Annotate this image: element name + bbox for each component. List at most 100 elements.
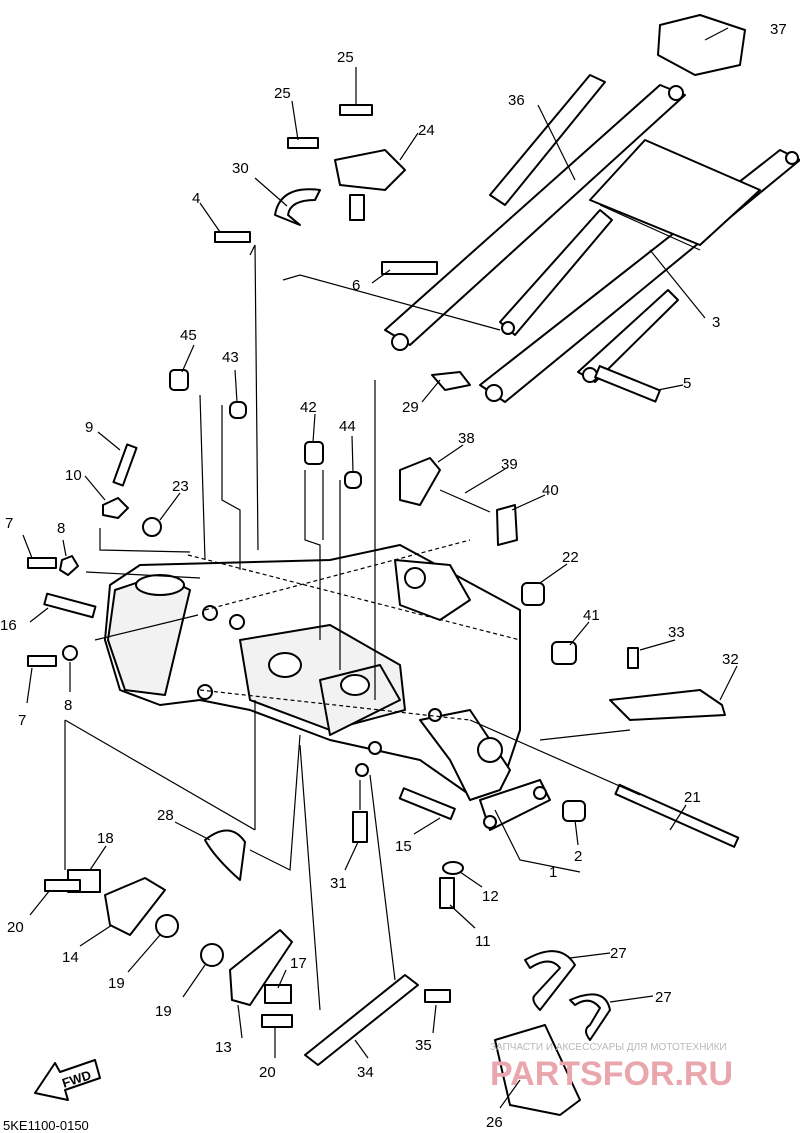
callout-26: 26 (486, 1114, 503, 1131)
callout-38: 38 (458, 430, 475, 447)
callout-37: 37 (770, 21, 787, 38)
nut-part-19-right (155, 914, 179, 938)
bolt-part-20-left (44, 879, 81, 892)
callout-21: 21 (684, 789, 701, 806)
bolt-part-33 (627, 647, 639, 669)
plug-part-41 (551, 641, 577, 665)
callout-8-upper: 8 (57, 520, 65, 537)
drawing-code: 5KE1100-0150 (3, 1118, 89, 1133)
callout-28: 28 (157, 807, 174, 824)
clip-part-29 (431, 371, 471, 391)
watermark: ЗАПЧАСТИ И АКСЕССУАРЫ ДЛЯ МОТОТЕХНИКИ PA… (490, 1042, 733, 1093)
fwd-arrow: FWD (34, 1059, 101, 1101)
callout-10: 10 (65, 467, 82, 484)
bolt-part-35 (424, 989, 451, 1003)
main-frame-part-1 (104, 544, 551, 831)
cap-part-43 (229, 401, 247, 419)
callout-43: 43 (222, 349, 239, 366)
callout-30: 30 (232, 160, 249, 177)
callout-19-right: 19 (108, 975, 125, 992)
rear-frame-part-3 (384, 84, 800, 403)
bolt-part-9 (112, 443, 138, 487)
cap-part-44 (344, 471, 362, 489)
callout-34: 34 (357, 1064, 374, 1081)
bolt-part-7-upper (27, 557, 57, 569)
bolt-part-15 (398, 787, 456, 821)
collar-part-2 (562, 800, 586, 822)
callout-16: 16 (0, 617, 17, 634)
callout-11: 11 (475, 933, 491, 950)
callout-5: 5 (683, 375, 691, 392)
callout-27-upper: 27 (610, 945, 627, 962)
bottle-part-26 (494, 1024, 581, 1116)
bracket-part-13 (229, 929, 293, 1006)
callout-44: 44 (339, 418, 356, 435)
callout-41: 41 (583, 607, 600, 624)
callout-8-lower: 8 (64, 697, 72, 714)
collar-part-17 (264, 984, 292, 1004)
callout-7-upper: 7 (5, 515, 13, 532)
bracket-part-24 (334, 149, 406, 191)
callout-22: 22 (562, 549, 579, 566)
callout-40: 40 (542, 482, 559, 499)
bolt-part-20-bottom (261, 1014, 293, 1028)
screw-part-39 (439, 489, 491, 513)
callout-25-top: 25 (337, 49, 354, 66)
bolt-part-31 (352, 811, 368, 843)
callout-20-left: 20 (7, 919, 24, 936)
nut-part-10 (102, 497, 129, 519)
bolt-part-4 (214, 231, 251, 243)
callout-45: 45 (180, 327, 197, 344)
leader-lines (22, 27, 738, 1109)
bracket-part-14 (104, 877, 166, 936)
callout-39: 39 (501, 456, 518, 473)
callout-29: 29 (402, 399, 419, 416)
seat-cover-part-37 (657, 14, 746, 76)
callout-6: 6 (352, 277, 360, 294)
link-part-34 (304, 974, 419, 1066)
plate-part-32 (609, 689, 726, 721)
bracket-part-38 (399, 457, 441, 506)
washer-part-8-upper (59, 555, 79, 576)
small-parts (27, 14, 746, 1116)
strip-part-36 (489, 74, 606, 206)
grommet-part-42 (304, 441, 324, 465)
bolt-part-21 (614, 783, 740, 848)
callout-31: 31 (330, 875, 347, 892)
callout-23: 23 (172, 478, 189, 495)
callout-17: 17 (290, 955, 307, 972)
bolt-part-5 (594, 365, 661, 403)
bolt-part-11 (439, 877, 455, 909)
callout-27-lower: 27 (655, 989, 672, 1006)
callout-15: 15 (395, 838, 412, 855)
callout-3: 3 (712, 314, 720, 331)
callout-labels: 1 2 3 4 5 6 7 7 8 8 9 10 11 12 13 14 15 … (0, 21, 787, 1131)
callout-14: 14 (62, 949, 79, 966)
watermark-brand: PARTSFOR.RU (490, 1055, 733, 1093)
callout-12: 12 (482, 888, 499, 905)
callout-35: 35 (415, 1037, 432, 1054)
callout-18: 18 (97, 830, 114, 847)
grommet-part-45 (169, 369, 189, 391)
callout-20-bottom: 20 (259, 1064, 276, 1081)
hose-part-27-upper (524, 950, 576, 1011)
callout-36: 36 (508, 92, 525, 109)
callout-7-lower: 7 (18, 712, 26, 729)
watermark-top-line: ЗАПЧАСТИ И АКСЕССУАРЫ ДЛЯ МОТОТЕХНИКИ (490, 1042, 727, 1053)
callout-24: 24 (418, 122, 435, 139)
callout-25-left: 25 (274, 85, 291, 102)
washer-part-8-lower (62, 645, 78, 661)
bolt-part-6 (381, 261, 438, 275)
callout-4: 4 (192, 190, 200, 207)
nut-part-19-left (200, 943, 224, 967)
callout-9: 9 (85, 419, 93, 436)
callout-13: 13 (215, 1039, 232, 1056)
callout-2: 2 (574, 848, 582, 865)
callout-19-left: 19 (155, 1003, 172, 1020)
bolt-part-25-b (339, 104, 373, 116)
collar-part-23 (142, 517, 162, 537)
plug-part-22 (521, 582, 545, 606)
clamp-part-28 (204, 829, 246, 881)
